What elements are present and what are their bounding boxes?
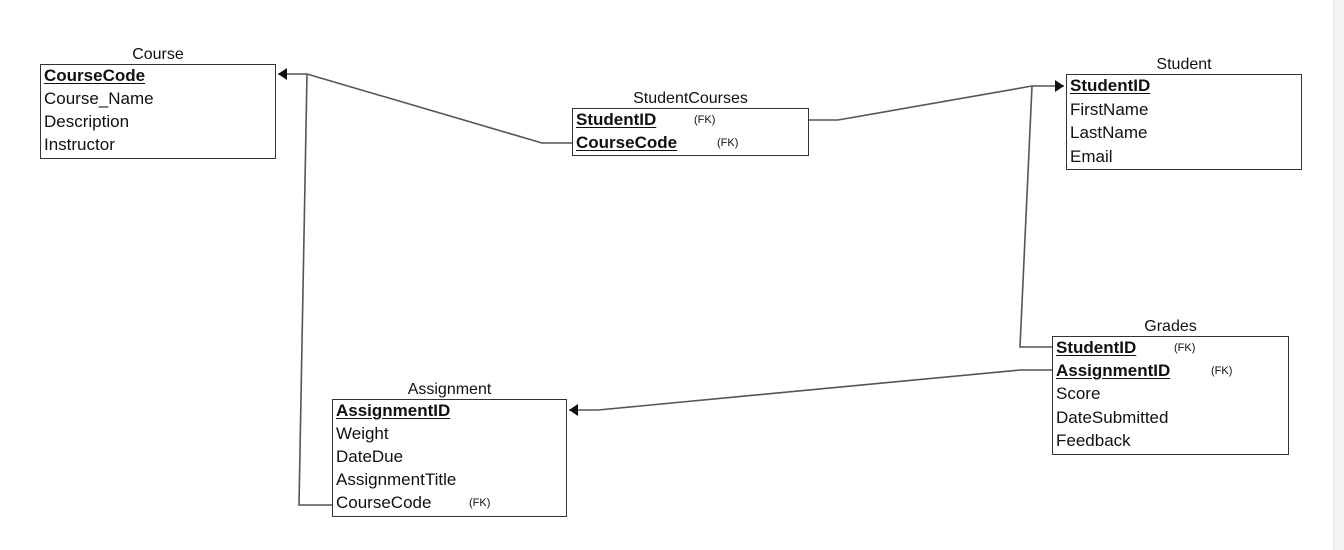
- attribute: Weight: [336, 424, 389, 443]
- arrowhead-icon: [1055, 80, 1064, 92]
- foreign-key: CourseCode: [576, 133, 678, 152]
- attribute: DateDue: [336, 447, 404, 466]
- fk-label: (FK): [717, 137, 739, 149]
- entity-title: Assignment: [407, 381, 492, 398]
- entity-title: Grades: [1144, 318, 1197, 335]
- entity-box: AssignmentID Weight DateDue AssignmentTi…: [332, 399, 567, 517]
- rel-assignment-course: [298, 73, 332, 506]
- rel-grades-student: [1019, 85, 1052, 348]
- foreign-key-attribute: CourseCode: [336, 493, 432, 512]
- entity-student-courses[interactable]: StudentCourses StudentID (FK) CourseCode…: [572, 90, 809, 156]
- attribute: Course_Name: [44, 89, 154, 108]
- attribute: FirstName: [1070, 100, 1149, 119]
- entity-box: StudentID FirstName LastName Email: [1066, 74, 1302, 170]
- rel-studentcourses-student: [809, 85, 1064, 121]
- entity-course[interactable]: Course CourseCode Course_Name Descriptio…: [40, 46, 276, 159]
- attribute: DateSubmitted: [1056, 408, 1169, 427]
- attribute: Score: [1056, 384, 1101, 403]
- foreign-key: StudentID: [1056, 338, 1137, 357]
- foreign-key: AssignmentID: [1056, 361, 1171, 380]
- entity-assignment[interactable]: Assignment AssignmentID Weight DateDue A…: [332, 381, 567, 517]
- fk-label: (FK): [1174, 342, 1196, 354]
- entity-box: StudentID (FK) CourseCode (FK): [572, 108, 809, 156]
- attribute: Description: [44, 112, 130, 131]
- primary-key: CourseCode: [44, 66, 146, 85]
- arrowhead-icon: [278, 68, 287, 80]
- entity-title: Student: [1156, 56, 1212, 73]
- attribute: Feedback: [1056, 431, 1131, 450]
- entity-student[interactable]: Student StudentID FirstName LastName Ema…: [1066, 56, 1302, 170]
- rel-studentcourses-course: [278, 73, 572, 144]
- attribute: Instructor: [44, 135, 115, 154]
- fk-label: (FK): [1211, 365, 1233, 377]
- primary-key: AssignmentID: [336, 401, 451, 420]
- entity-title: Course: [132, 46, 184, 63]
- arrowhead-icon: [569, 404, 578, 416]
- attribute: LastName: [1070, 123, 1148, 142]
- attribute: AssignmentTitle: [336, 470, 457, 489]
- entity-grades[interactable]: Grades StudentID (FK) AssignmentID (FK) …: [1052, 318, 1289, 455]
- entity-box: CourseCode Course_Name Description Instr…: [40, 64, 276, 159]
- foreign-key: StudentID: [576, 110, 657, 129]
- entity-title: StudentCourses: [633, 90, 748, 107]
- fk-label: (FK): [694, 114, 716, 126]
- entity-box: StudentID (FK) AssignmentID (FK) Score D…: [1052, 336, 1289, 455]
- primary-key: StudentID: [1070, 76, 1151, 95]
- fk-label: (FK): [469, 497, 491, 509]
- attribute: Email: [1070, 147, 1113, 166]
- rel-grades-assignment: [569, 369, 1052, 411]
- window-edge: [1333, 0, 1344, 550]
